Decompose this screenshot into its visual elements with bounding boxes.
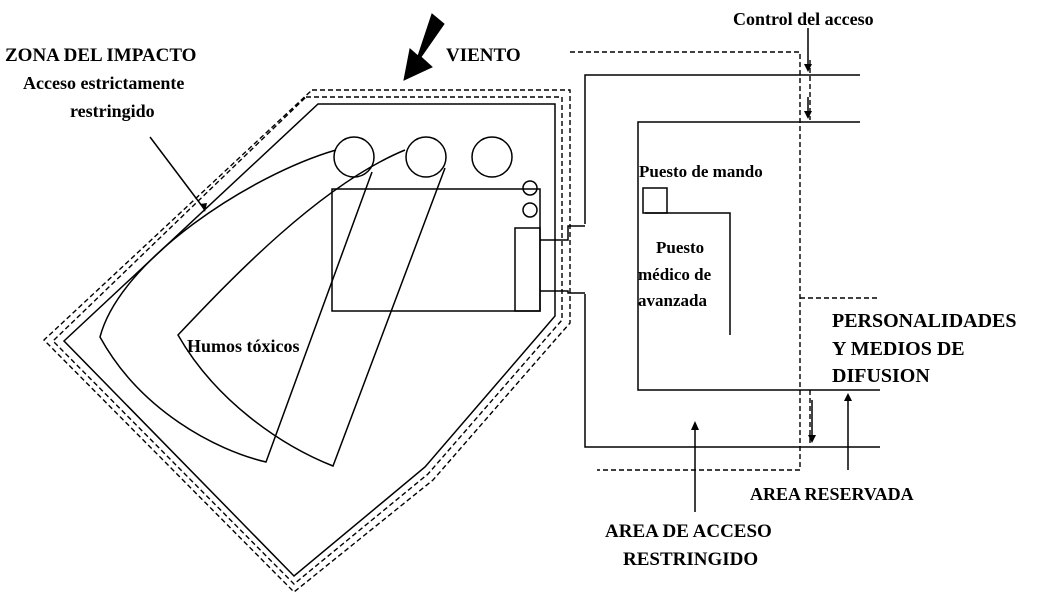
- restricted-area-boundary: [584, 74, 880, 448]
- label-personalidades: PERSONALIDADES: [832, 310, 1016, 332]
- label-humos-toxicos: Humos tóxicos: [187, 336, 300, 356]
- impact-zone-boundary: [42, 89, 571, 593]
- arrows: [149, 28, 852, 512]
- tank-1: [333, 136, 375, 178]
- toxic-smoke-plumes: [99, 149, 446, 467]
- label-puesto-medico-3: avanzada: [638, 291, 707, 310]
- wind-arrow: [403, 13, 445, 81]
- small-tank-2: [522, 202, 538, 218]
- plant-annex: [514, 227, 541, 312]
- label-difusion: DIFUSION: [832, 365, 930, 387]
- label-restringido-area: RESTRINGIDO: [623, 549, 758, 570]
- label-puesto-medico-2: médico de: [638, 265, 712, 284]
- command-post: [642, 187, 668, 214]
- label-puesto-mando: Puesto de mando: [639, 162, 763, 181]
- plant-building: [331, 188, 541, 312]
- small-tank-1: [522, 180, 538, 196]
- tank-3: [471, 136, 513, 178]
- label-viento: VIENTO: [446, 45, 521, 66]
- label-medios: Y MEDIOS DE: [832, 338, 965, 360]
- label-restringido: restringido: [70, 101, 155, 121]
- label-area-reservada: AREA RESERVADA: [750, 484, 914, 504]
- label-area-acceso: AREA DE ACCESO: [605, 521, 772, 542]
- label-control-acceso: Control del acceso: [733, 9, 874, 29]
- tank-2: [405, 136, 447, 178]
- label-zona-impacto: ZONA DEL IMPACTO: [5, 45, 196, 66]
- tanks: [333, 136, 538, 218]
- label-acceso-estrictamente: Acceso estrictamente: [23, 73, 184, 93]
- label-puesto-medico-1: Puesto: [656, 238, 704, 257]
- reserved-area-boundary: [637, 121, 880, 391]
- medical-post: [645, 212, 731, 335]
- access-control-dashed: [570, 51, 801, 471]
- connection-lines: [540, 225, 585, 294]
